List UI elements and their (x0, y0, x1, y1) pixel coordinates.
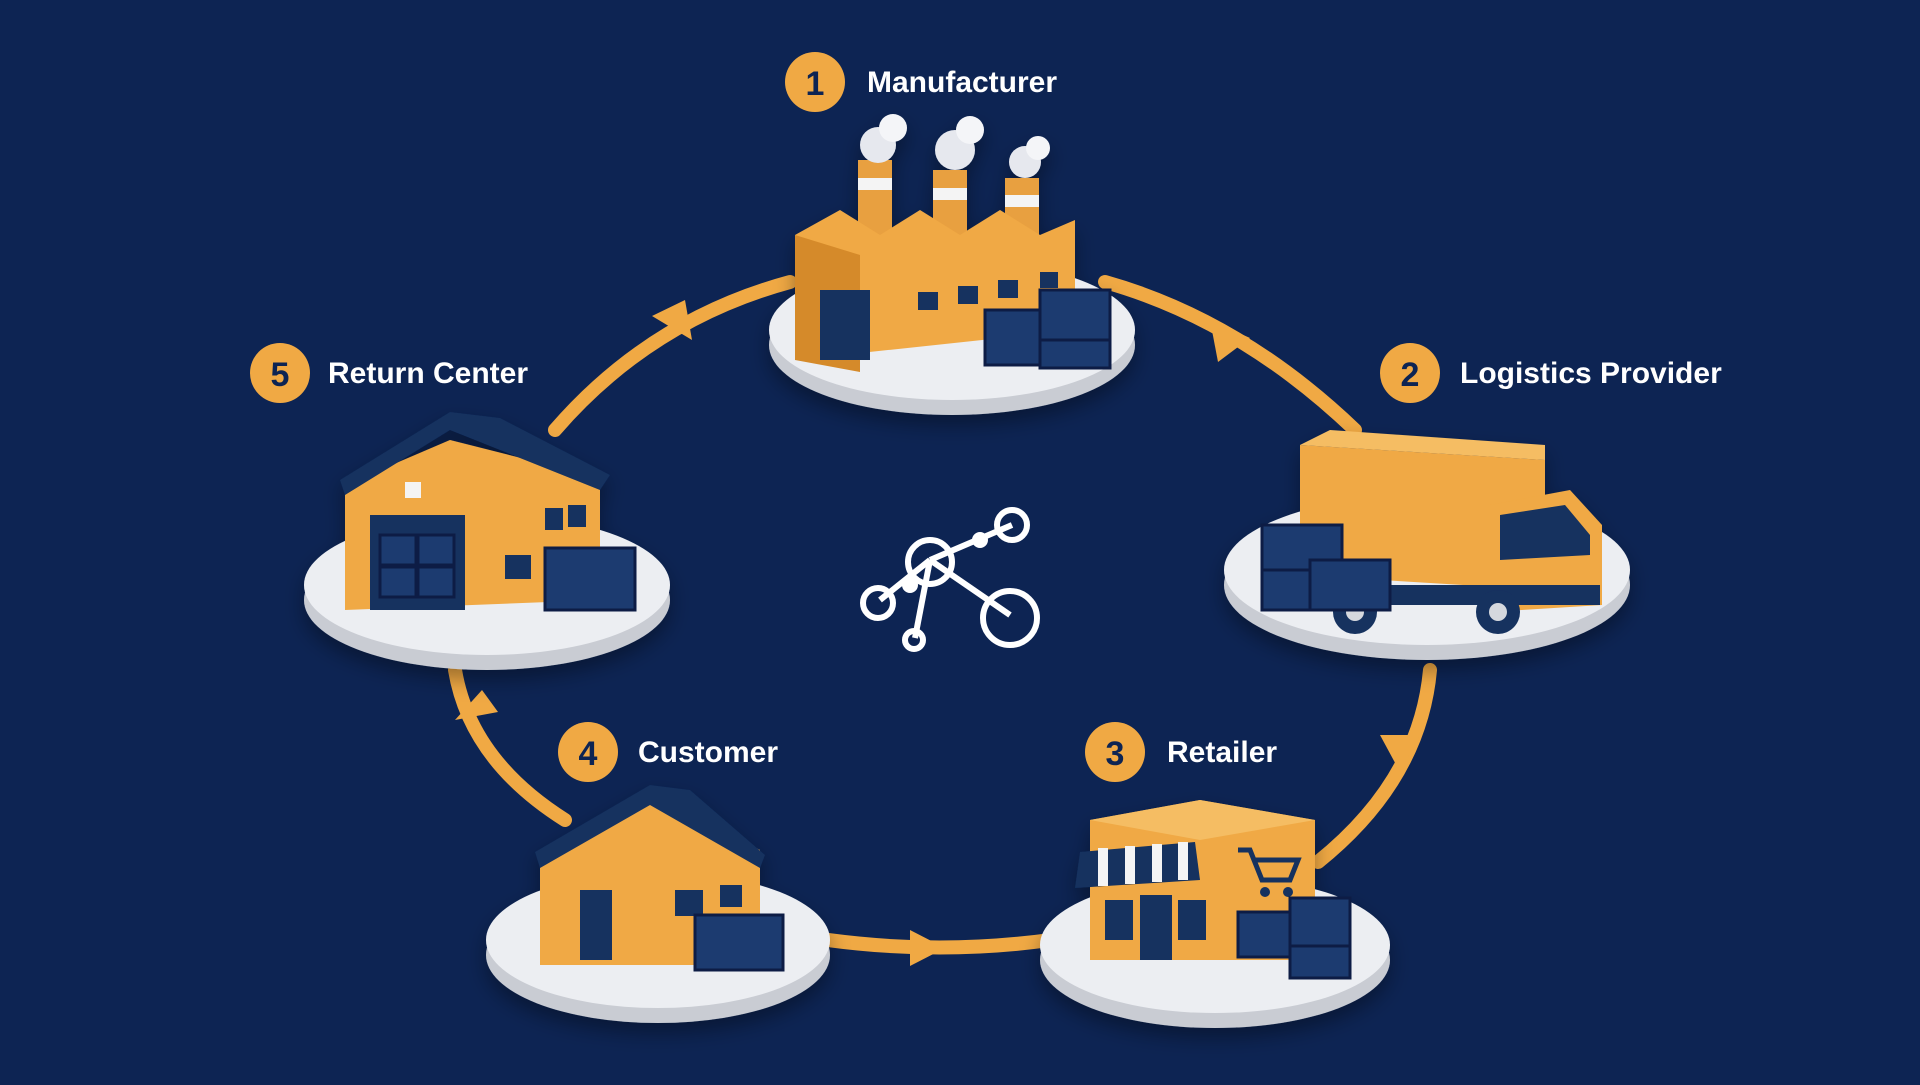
svg-text:3: 3 (1106, 735, 1125, 773)
arrowhead-4 (455, 690, 498, 720)
store-icon (1040, 800, 1390, 1028)
arrowhead-2 (1380, 735, 1420, 772)
stage-label-return-center: Return Center (328, 357, 528, 390)
stage-label-logistics-provider: Logistics Provider (1460, 357, 1722, 390)
arc-logistics-to-retailer (1311, 663, 1437, 869)
arc-return-to-manufacturer (548, 275, 797, 437)
factory-icon (769, 114, 1135, 415)
number-badge-4: 4 (558, 722, 618, 782)
arrowhead-5 (652, 300, 692, 340)
svg-text:5: 5 (271, 356, 290, 394)
arc-manufacturer-to-logistics (1098, 275, 1362, 437)
network-nodes-icon (860, 507, 1040, 652)
arrowhead-1 (1210, 320, 1250, 362)
svg-text:2: 2 (1401, 356, 1420, 394)
number-badge-1: 1 (785, 52, 845, 112)
stage-logistics-provider: 2 Logistics Provider (1224, 343, 1722, 660)
number-badge-3: 3 (1085, 722, 1145, 782)
house-icon (486, 785, 830, 1023)
stage-label-manufacturer: Manufacturer (867, 66, 1057, 99)
stage-return-center: 5 Return Center (250, 343, 670, 670)
arrowhead-3 (910, 930, 945, 966)
arc-customer-to-return (448, 663, 572, 827)
stage-label-retailer: Retailer (1167, 736, 1277, 769)
cycle-arrowheads (455, 300, 1420, 966)
truck-icon (1224, 430, 1630, 660)
svg-text:1: 1 (806, 65, 825, 103)
warehouse-icon (304, 412, 670, 670)
stage-customer: 4 Customer (486, 722, 830, 1023)
svg-text:4: 4 (579, 735, 598, 773)
stage-retailer: 3 Retailer (1040, 722, 1390, 1028)
number-badge-5: 5 (250, 343, 310, 403)
stage-label-customer: Customer (638, 736, 778, 769)
number-badge-2: 2 (1380, 343, 1440, 403)
stage-manufacturer: 1 Manufacturer (769, 52, 1135, 415)
